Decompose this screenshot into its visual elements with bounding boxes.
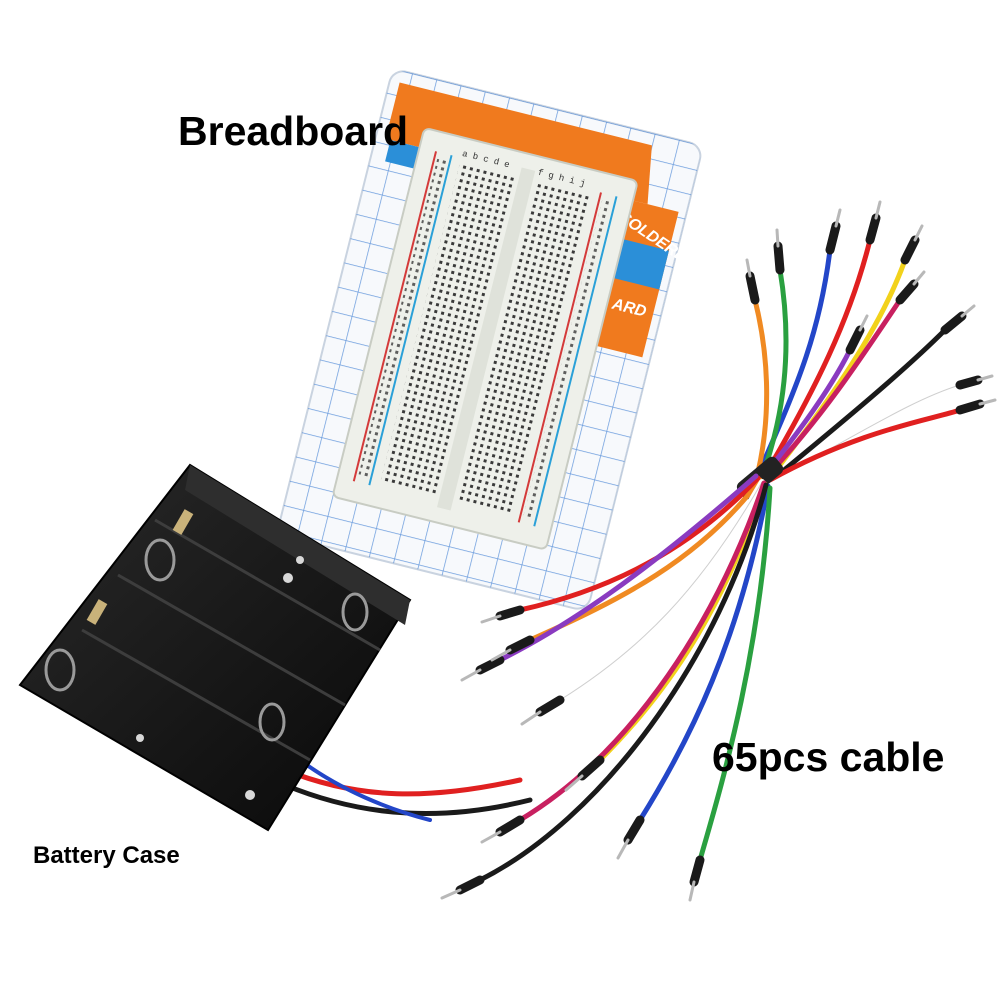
- jumper-wires: [440, 200, 997, 902]
- cable-caption: 65pcs cable: [712, 734, 945, 780]
- breadboard-caption: Breadboard: [178, 108, 409, 154]
- battery-case: [18, 463, 412, 832]
- battery-leads: [282, 758, 533, 822]
- battery-case-caption: Battery Case: [33, 842, 180, 869]
- breadboard: a b c d e f g h i j: [332, 128, 638, 550]
